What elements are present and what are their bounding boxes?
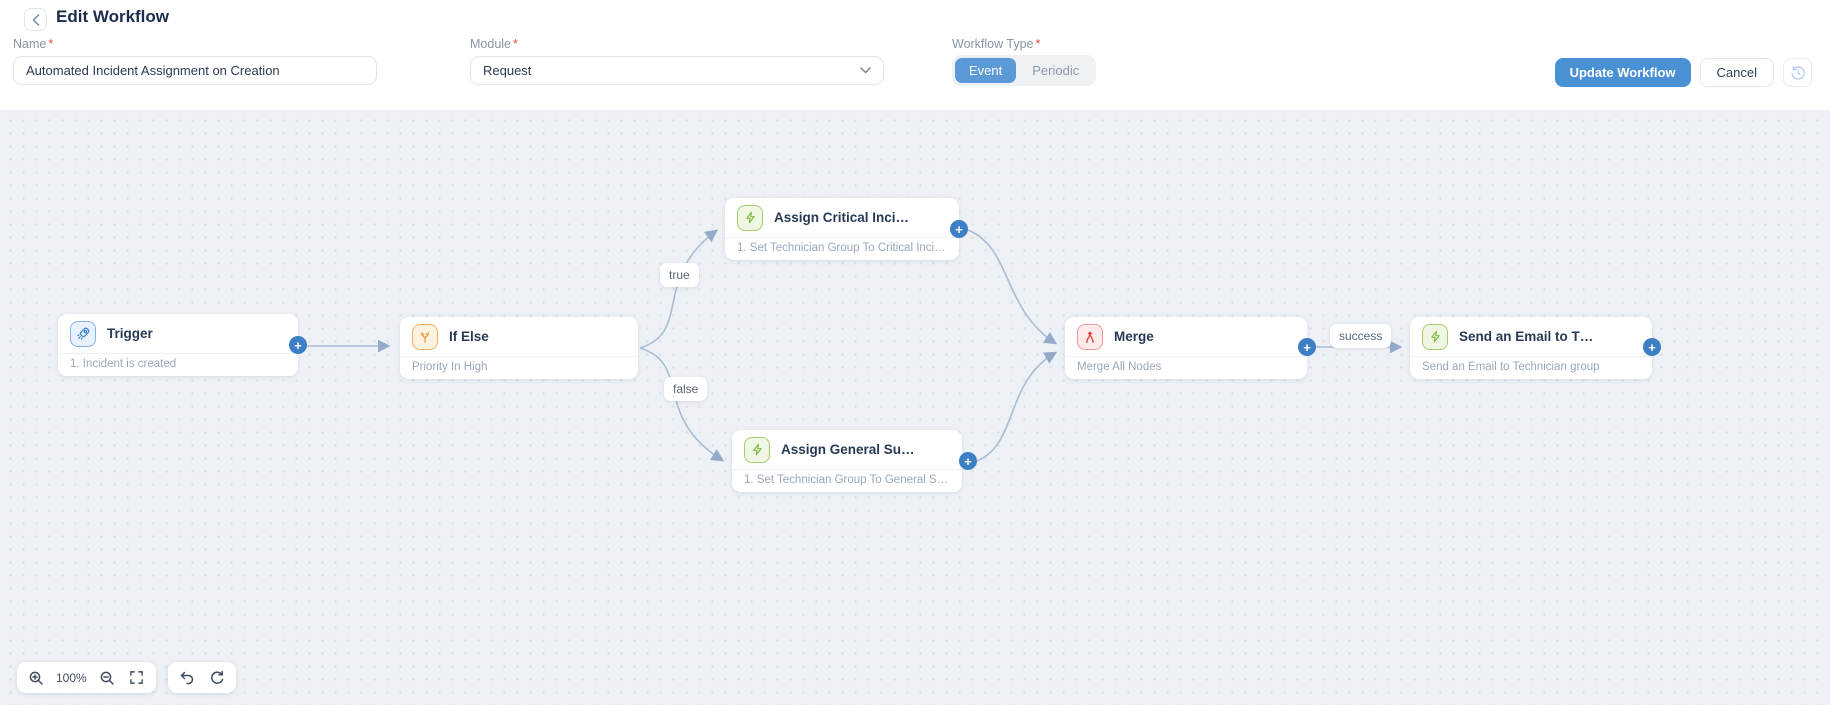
- header-actions: Update Workflow Cancel: [1554, 58, 1812, 87]
- edge-label-success: success: [1330, 324, 1392, 348]
- node-assign-general[interactable]: Assign General Su… 1. Set Technician Gro…: [732, 430, 962, 492]
- redo-icon: [211, 670, 224, 684]
- node-subtitle: 1. Set Technician Group To Critical Inci…: [737, 242, 946, 254]
- add-node-button[interactable]: +: [1298, 338, 1316, 356]
- edge-label-true: true: [660, 263, 699, 287]
- zoom-in-button[interactable]: [23, 665, 49, 691]
- name-input[interactable]: [13, 56, 377, 85]
- workflow-type-option-event[interactable]: Event: [955, 58, 1017, 83]
- chevron-left-icon: [32, 13, 39, 26]
- node-send-email[interactable]: Send an Email to T… Send an Email to Tec…: [1410, 317, 1652, 379]
- merge-icon: [1077, 323, 1103, 350]
- zoom-out-icon: [100, 671, 114, 685]
- bolt-icon: [744, 436, 770, 463]
- branch-icon: [412, 323, 438, 350]
- restore-history-icon: [1791, 65, 1805, 80]
- node-title: Assign General Su…: [781, 442, 915, 457]
- workflow-type-segmented: Event Periodic: [952, 55, 1097, 86]
- restore-history-button[interactable]: [1783, 58, 1812, 87]
- edge-ifelse-false: [639, 347, 725, 462]
- undo-icon: [180, 671, 194, 684]
- node-merge[interactable]: Merge Merge All Nodes: [1065, 317, 1307, 379]
- bolt-icon: [1422, 323, 1448, 350]
- zoom-out-button[interactable]: [94, 665, 120, 691]
- node-subtitle: Send an Email to Technician group: [1422, 361, 1600, 373]
- edge-critical-merge: [967, 229, 1058, 345]
- edge-general-merge: [976, 351, 1058, 462]
- redo-button[interactable]: [204, 665, 230, 691]
- module-select[interactable]: Request: [470, 56, 884, 85]
- back-button[interactable]: [24, 8, 47, 31]
- module-select-value: Request: [483, 63, 532, 78]
- add-node-button[interactable]: +: [1643, 338, 1661, 356]
- add-node-button[interactable]: +: [959, 452, 977, 470]
- node-title: Merge: [1114, 329, 1154, 344]
- rocket-icon: [70, 320, 96, 347]
- node-trigger[interactable]: Trigger 1. Incident is created: [58, 314, 298, 376]
- zoom-level: 100%: [56, 670, 87, 685]
- workflow-type-label: Workflow Type*: [952, 37, 1041, 51]
- header-bar: Edit Workflow Name* Module* Request Work…: [0, 0, 1830, 110]
- node-subtitle: 1. Set Technician Group To General Su…: [744, 474, 955, 486]
- bolt-icon: [737, 204, 763, 231]
- node-subtitle: Priority In High: [412, 361, 488, 373]
- node-title: Send an Email to T…: [1459, 329, 1594, 344]
- chevron-down-icon: [860, 67, 871, 74]
- zoom-in-icon: [29, 671, 43, 685]
- edge-ifelse-true: [639, 229, 719, 349]
- node-if-else[interactable]: If Else Priority In High: [400, 317, 638, 379]
- edge-label-false: false: [664, 377, 708, 401]
- fit-screen-icon: [130, 671, 144, 684]
- fit-screen-button[interactable]: [124, 665, 150, 691]
- cancel-button[interactable]: Cancel: [1699, 58, 1774, 87]
- add-node-button[interactable]: +: [289, 336, 307, 354]
- node-title: Assign Critical Inci…: [774, 210, 910, 225]
- node-subtitle: 1. Incident is created: [70, 358, 177, 370]
- workflow-type-option-periodic[interactable]: Periodic: [1032, 63, 1080, 78]
- workflow-canvas[interactable]: Trigger 1. Incident is created + If Else…: [0, 110, 1830, 705]
- node-title: If Else: [449, 329, 489, 344]
- page-title: Edit Workflow: [56, 7, 170, 26]
- undo-button[interactable]: [174, 665, 200, 691]
- add-node-button[interactable]: +: [950, 220, 968, 238]
- zoom-controls: 100%: [17, 662, 156, 693]
- update-workflow-button[interactable]: Update Workflow: [1554, 58, 1691, 87]
- node-title: Trigger: [107, 326, 153, 341]
- undo-redo-controls: [168, 662, 236, 693]
- module-label: Module*: [470, 37, 518, 51]
- node-subtitle: Merge All Nodes: [1077, 361, 1162, 373]
- name-label: Name*: [13, 37, 54, 51]
- node-assign-critical[interactable]: Assign Critical Inci… 1. Set Technician …: [725, 198, 959, 260]
